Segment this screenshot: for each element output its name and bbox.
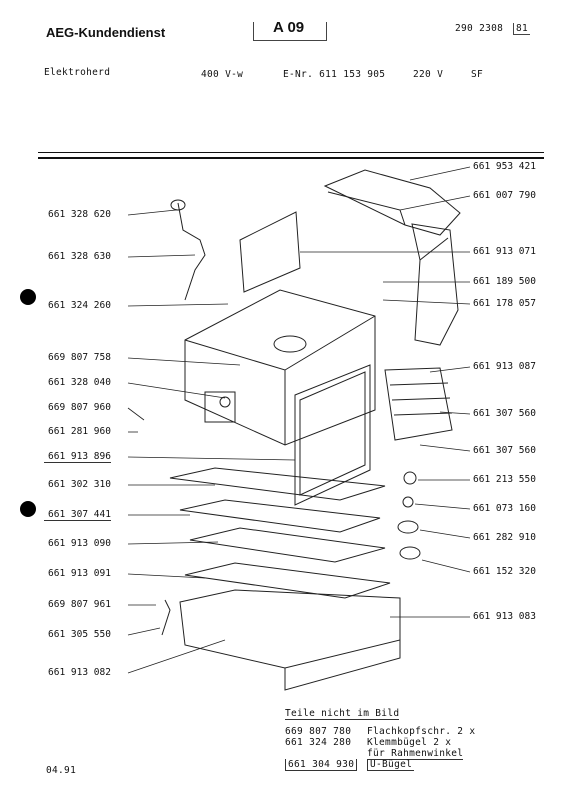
- drip-tray: [184, 562, 391, 599]
- punch-hole: [20, 501, 36, 517]
- grid: [179, 499, 381, 533]
- part-number: 661 328 620: [48, 209, 111, 220]
- part-number: 661 282 910: [473, 532, 536, 543]
- thermostat: [204, 391, 236, 423]
- part-number: 661 007 790: [473, 190, 536, 201]
- drawer: [179, 589, 401, 669]
- part-number: 661 213 550: [473, 474, 536, 485]
- not-shown-part: 661 304 930: [285, 759, 358, 771]
- part-number: 661 152 320: [473, 566, 536, 577]
- part-number: 661 913 896: [44, 451, 111, 463]
- not-shown-desc: Flachkopfschr. 2 x: [367, 726, 476, 737]
- part-number: 661 302 310: [48, 479, 111, 490]
- heating-element-hole: [273, 335, 307, 353]
- not-shown-desc: U-Bügel: [367, 759, 415, 771]
- top-rule: [38, 152, 544, 153]
- brand-title: AEG-Kundendienst: [46, 25, 166, 40]
- side-frame-strip: [411, 223, 459, 346]
- doc-number: 290 2308: [455, 23, 504, 34]
- not-shown-title: Teile nicht im Bild: [285, 708, 400, 720]
- back-panel: [239, 211, 301, 293]
- pipe-cap: [170, 199, 186, 211]
- not-shown-part: 661 324 280: [285, 737, 352, 748]
- e-number: E-Nr. 611 153 905: [283, 69, 386, 80]
- doc-suffix: 81: [513, 23, 531, 35]
- product-name: Elektroherd: [44, 67, 111, 78]
- top-rule-double: [38, 157, 544, 159]
- part-number: 661 913 083: [473, 611, 536, 622]
- sheet-code-box: [253, 22, 327, 41]
- not-shown-desc: für Rahmenwinkel: [367, 748, 464, 760]
- part-number: 661 178 057: [473, 298, 536, 309]
- part-number: 661 073 160: [473, 503, 536, 514]
- not-shown-desc: Klemmbügel 2 x: [367, 737, 452, 748]
- part-number: 661 307 560: [473, 445, 536, 456]
- part-number: 661 281 960: [48, 426, 111, 437]
- oven-cavity: [294, 364, 371, 506]
- part-number: 661 324 260: [48, 300, 111, 311]
- voltage: 220 V: [413, 69, 444, 80]
- part-number: 661 328 630: [48, 251, 111, 262]
- part-number: 661 307 560: [473, 408, 536, 419]
- variant: SF: [471, 69, 484, 80]
- oven-housing: [184, 289, 376, 446]
- rack-guide: [384, 367, 453, 441]
- part-number: 669 807 758: [48, 352, 111, 363]
- footer-date: 04.91: [46, 765, 77, 776]
- voltage-spec: 400 V-w: [201, 69, 244, 80]
- part-number: 661 913 090: [48, 538, 111, 549]
- part-number: 661 307 441: [44, 509, 111, 521]
- not-shown-part: 669 807 780: [285, 726, 352, 737]
- part-number: 661 189 500: [473, 276, 536, 287]
- grid: [189, 527, 386, 563]
- part-number: 669 807 960: [48, 402, 111, 413]
- part-number: 661 913 091: [48, 568, 111, 579]
- part-number: 661 328 040: [48, 377, 111, 388]
- screw: [161, 599, 171, 636]
- part-number: 661 913 082: [48, 667, 111, 678]
- pipe-fitting: [177, 202, 206, 301]
- lamp-cover: [399, 546, 421, 560]
- knob: [403, 471, 417, 485]
- knob-small: [402, 496, 414, 508]
- punch-hole: [20, 289, 36, 305]
- ring: [397, 520, 419, 534]
- sheet-code: A 09: [273, 19, 305, 36]
- part-number: 661 305 550: [48, 629, 111, 640]
- top-frame-insulation: [323, 169, 461, 236]
- part-number: 661 913 087: [473, 361, 536, 372]
- part-number: 669 807 961: [48, 599, 111, 610]
- part-number: 661 953 421: [473, 161, 536, 172]
- part-number: 661 913 071: [473, 246, 536, 257]
- baking-tray: [169, 467, 386, 501]
